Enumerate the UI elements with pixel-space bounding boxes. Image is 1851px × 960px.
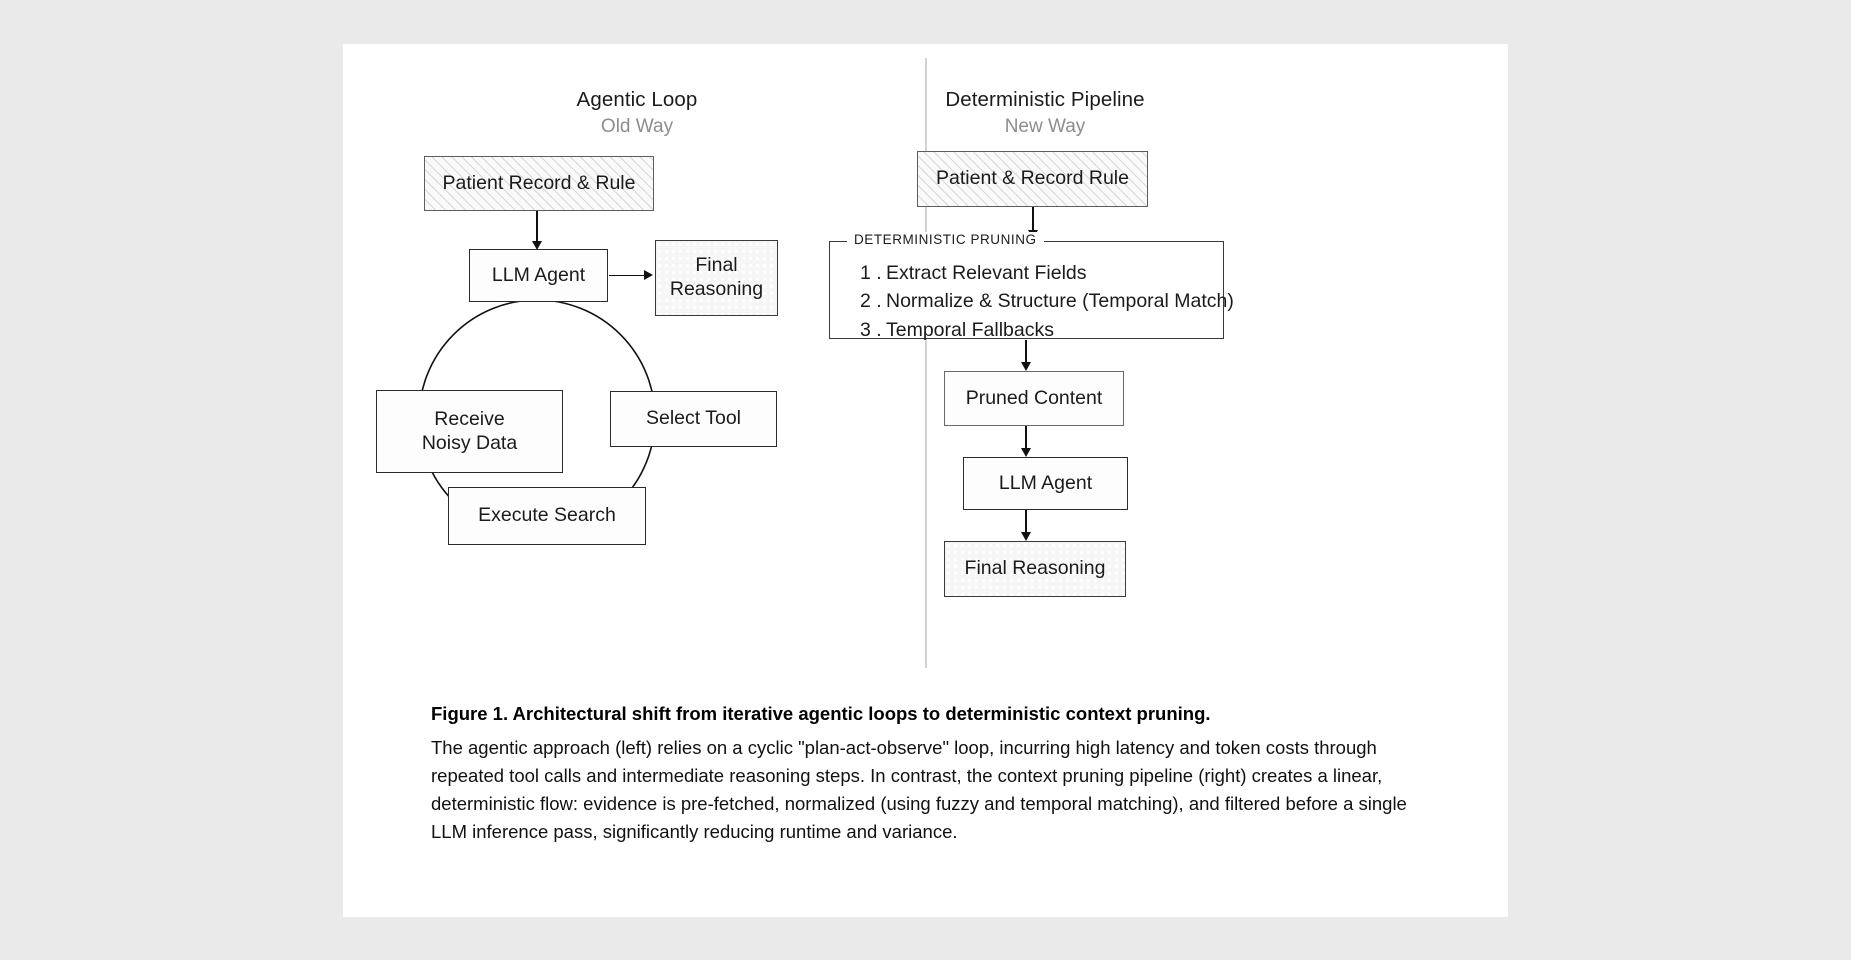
left-panel-subtitle: Old Way (600, 116, 674, 137)
node-left-receive-noisy-data-line2: Noisy Data (421, 431, 518, 454)
figure-caption-body: The agentic approach (left) relies on a … (431, 737, 1407, 843)
node-left-select-tool-label: Select Tool (645, 407, 742, 430)
node-left-input[interactable]: Patient Record & Rule (424, 156, 654, 211)
node-right-pruned-content-label: Pruned Content (965, 386, 1103, 409)
left-panel-title: Agentic Loop (576, 88, 698, 111)
node-right-pruned-content[interactable]: Pruned Content (944, 371, 1124, 426)
pruning-step-label: Temporal Fallbacks (886, 318, 1054, 341)
group-deterministic-pruning-legend: DETERMINISTIC PRUNING (847, 232, 1044, 247)
node-right-final-reasoning[interactable]: Final Reasoning (944, 541, 1126, 597)
right-panel-subtitle: New Way (1004, 116, 1086, 137)
pruning-step-label: Normalize & Structure (Temporal Match) (886, 290, 1234, 313)
node-left-final-reasoning-line1: Final (695, 254, 738, 277)
node-left-select-tool[interactable]: Select Tool (610, 391, 777, 447)
node-left-receive-noisy-data[interactable]: Receive Noisy Data (376, 390, 563, 473)
node-left-llm-agent[interactable]: LLM Agent (469, 249, 608, 302)
node-right-input-label: Patient & Record Rule (936, 167, 1129, 190)
figure-caption-title: Figure 1. Architectural shift from itera… (431, 703, 1211, 724)
arrow-right-pruning-to-pruned (1014, 340, 1038, 371)
right-panel-title: Deterministic Pipeline (945, 88, 1145, 111)
node-right-input[interactable]: Patient & Record Rule (917, 151, 1148, 207)
arrow-right-pruned-to-agent (1014, 426, 1038, 457)
node-left-final-reasoning-line2: Reasoning (669, 278, 764, 300)
arrow-left-agent-to-final (609, 261, 653, 290)
agentic-loop-arc (418, 299, 656, 537)
pruning-step-item: 3 .Temporal Fallbacks (860, 316, 1223, 344)
node-left-execute-search-label: Execute Search (478, 504, 616, 527)
node-left-execute-search[interactable]: Execute Search (448, 487, 646, 545)
node-right-llm-agent-label: LLM Agent (998, 471, 1093, 494)
figure-card: Agentic Loop Old Way Patient Record & Ru… (343, 44, 1508, 917)
figure-caption: Figure 1. Architectural shift from itera… (431, 702, 1431, 846)
pruning-steps-list: 1 .Extract Relevant Fields 2 .Normalize … (830, 242, 1234, 344)
pruning-step-number: 3 . (860, 318, 882, 341)
pruning-step-number: 2 . (860, 290, 882, 313)
node-right-llm-agent[interactable]: LLM Agent (963, 457, 1128, 510)
pruning-step-label: Extract Relevant Fields (886, 262, 1087, 284)
node-left-llm-agent-label: LLM Agent (491, 263, 586, 286)
node-right-final-reasoning-label: Final Reasoning (964, 557, 1106, 580)
diagram-canvas: Agentic Loop Old Way Patient Record & Ru… (343, 44, 1508, 689)
pruning-step-number: 1 . (860, 262, 882, 284)
node-left-input-label: Patient Record & Rule (442, 171, 636, 194)
node-left-final-reasoning[interactable]: Final Reasoning (655, 240, 778, 316)
panel-divider (925, 58, 927, 668)
arrow-right-agent-to-final (1014, 510, 1038, 541)
node-left-receive-noisy-data-line1: Receive (434, 407, 505, 430)
group-deterministic-pruning: DETERMINISTIC PRUNING 1 .Extract Relevan… (829, 232, 1234, 341)
arrow-left-input-to-agent (524, 211, 550, 250)
pruning-step-item: 1 .Extract Relevant Fields (860, 259, 1223, 287)
pruning-step-item: 2 .Normalize & Structure (Temporal Match… (860, 287, 1234, 315)
